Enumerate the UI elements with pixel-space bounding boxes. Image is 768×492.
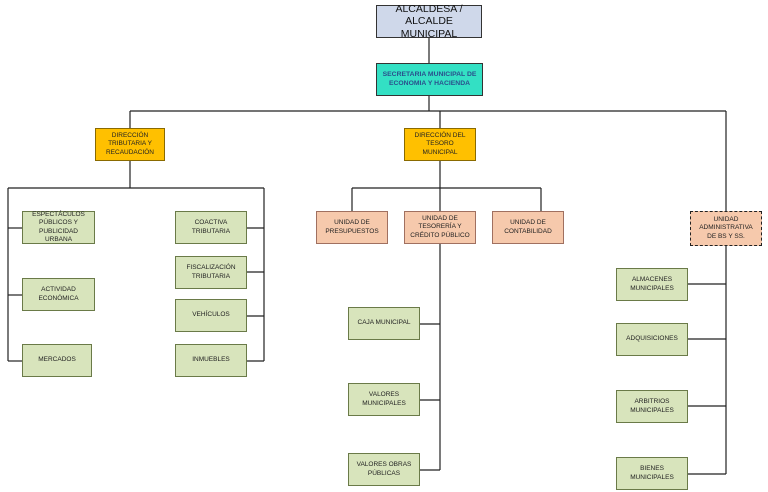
node-secretaria-label: SECRETARIA MUNICIPAL DE ECONOMIA Y HACIE…	[382, 71, 477, 87]
node-vehiculos: VEHÍCULOS	[175, 299, 247, 332]
node-fiscalizacion: FISCALIZACIÓN TRIBUTARIA	[175, 256, 247, 289]
node-actividad-label: ACTIVIDAD ECONÓMICA	[38, 286, 79, 302]
node-valores-label: VALORES MUNICIPALES	[362, 391, 406, 407]
node-coactiva: COACTIVA TRIBUTARIA	[175, 211, 247, 244]
node-valores-obras: VALORES OBRAS PÚBLICAS	[348, 453, 420, 486]
node-espectaculos: ESPECTÁCULOS PÚBLICOS Y PUBLICIDAD URBAN…	[22, 211, 95, 244]
node-espectaculos-label: ESPECTÁCULOS PÚBLICOS Y PUBLICIDAD URBAN…	[32, 211, 85, 243]
node-bienes-label: BIENES MUNICIPALES	[630, 465, 674, 481]
node-coactiva-label: COACTIVA TRIBUTARIA	[191, 219, 231, 235]
node-mercados-label: MERCADOS	[38, 356, 76, 364]
node-alcaldesa: ALCALDESA / ALCALDE MUNICIPAL	[376, 2, 482, 40]
node-direccion-tesoro: DIRECCIÓN DEL TESORO MUNICIPAL	[404, 128, 476, 161]
node-mercados: MERCADOS	[22, 344, 92, 377]
node-contabilidad-label: UNIDAD DE CONTABILIDAD	[504, 219, 552, 235]
node-valores: VALORES MUNICIPALES	[348, 383, 420, 416]
node-vehiculos-label: VEHÍCULOS	[192, 311, 230, 319]
node-inmuebles: INMUEBLES	[175, 344, 247, 377]
node-caja: CAJA MUNICIPAL	[348, 307, 420, 340]
node-adquisiciones: ADQUISICIONES	[616, 323, 688, 356]
node-inmuebles-label: INMUEBLES	[192, 356, 230, 364]
node-caja-label: CAJA MUNICIPAL	[357, 319, 411, 327]
node-arbitrios: ARBITRIOS MUNICIPALES	[616, 390, 688, 423]
node-valores-obras-label: VALORES OBRAS PÚBLICAS	[356, 461, 412, 477]
node-unidad-administrativa: UNIDAD ADMINISTRATIVA DE Bs y Ss.	[690, 211, 762, 246]
node-direccion-tributaria: DIRECCIÓN TRIBUTARIA Y RECAUDACIÓN	[95, 128, 165, 161]
node-unidad-administrativa-label: UNIDAD ADMINISTRATIVA DE Bs y Ss.	[699, 216, 753, 240]
node-secretaria: SECRETARIA MUNICIPAL DE ECONOMIA Y HACIE…	[376, 63, 483, 96]
node-presupuestos: UNIDAD DE PRESUPUESTOS	[316, 211, 388, 244]
node-almacenes-label: ALMACENES MUNICIPALES	[630, 276, 674, 292]
node-tesoreria-label: UNIDAD DE TESORERÍA Y CRÉDITO PÚBLICO	[410, 215, 470, 239]
node-alcaldesa-label: ALCALDESA / ALCALDE MUNICIPAL	[395, 2, 463, 40]
node-fiscalizacion-label: FISCALIZACIÓN TRIBUTARIA	[186, 264, 236, 280]
node-presupuestos-label: UNIDAD DE PRESUPUESTOS	[325, 219, 379, 235]
node-arbitrios-label: ARBITRIOS MUNICIPALES	[630, 398, 674, 414]
node-direccion-tesoro-label: DIRECCIÓN DEL TESORO MUNICIPAL	[414, 132, 466, 156]
node-tesoreria: UNIDAD DE TESORERÍA Y CRÉDITO PÚBLICO	[404, 211, 476, 244]
node-direccion-tributaria-label: DIRECCIÓN TRIBUTARIA Y RECAUDACIÓN	[105, 132, 155, 156]
node-actividad: ACTIVIDAD ECONÓMICA	[22, 278, 95, 311]
node-bienes: BIENES MUNICIPALES	[616, 457, 688, 490]
node-almacenes: ALMACENES MUNICIPALES	[616, 268, 688, 301]
node-adquisiciones-label: ADQUISICIONES	[626, 335, 678, 343]
node-contabilidad: UNIDAD DE CONTABILIDAD	[492, 211, 564, 244]
